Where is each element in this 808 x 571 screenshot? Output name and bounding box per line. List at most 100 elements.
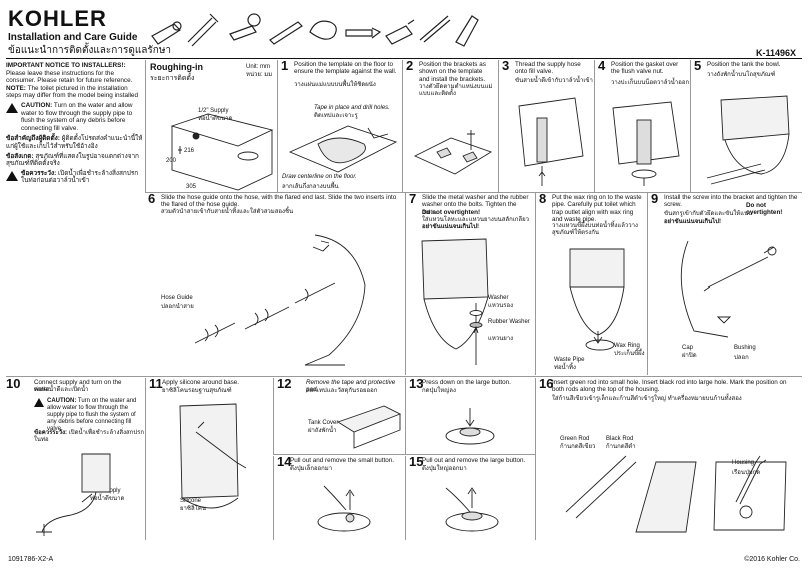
step-text-th: ใส่ก้านสีเขียวเข้ารูเล็กและก้านสีดำเข้าร… [552, 396, 742, 402]
roughing-title-th: ระยะการติดตั้ง [150, 75, 195, 82]
step-text-th: กดปุ่มใหญ่ลง [422, 388, 456, 394]
step-1: 1 Position the template on the floor to … [277, 59, 402, 192]
caution-text: Turn on the water and allow water to flo… [21, 101, 133, 132]
housing-label: Housing [732, 460, 755, 466]
step-text-th: วางถังพักน้ำบนโถสุขภัณฑ์ [707, 72, 776, 78]
step-2: 2 Position the brackets as shown on the … [402, 59, 498, 192]
tank-cover-label: Tank Cover [308, 420, 339, 426]
step-text-th: วางแหวนขี้ผึ้งบนท่อน้ำทิ้งแล้ววางสุขภัณฑ… [552, 223, 638, 236]
caution-icon [6, 170, 18, 181]
roughing-diagram [170, 113, 274, 191]
supply-label-th: ท่อน้ำดีขนาด [90, 496, 125, 502]
hose-guide-label-th: ปลอกนำสาย [161, 304, 194, 310]
step-text-th: วางตัวยึดตามตำแหน่งบนแม่แบบและติดตั้ง [419, 84, 493, 97]
rubber-washer-label-th: แหวนยาง [488, 336, 514, 342]
step-number: 13 [409, 376, 424, 391]
caution-label: CAUTION: [47, 398, 77, 404]
dim-305: 305 [186, 184, 197, 190]
wax-ring-diagram [569, 248, 625, 351]
note-label: NOTE: [6, 84, 26, 92]
black-rod-label: Black Rod [606, 436, 634, 442]
warning-text-th: อย่าขันแน่นจนเกินไป! [664, 219, 721, 225]
tank-cover-diagram [336, 405, 402, 449]
washer-label: Washer [488, 295, 509, 301]
tank-diagram [706, 95, 790, 185]
supply-diagram [36, 453, 111, 536]
hose-guide-diagram [194, 234, 366, 366]
silicone-label-th: ยาซิลิโคน [180, 506, 206, 512]
step-text-th: ต่อท่อน้ำดีและเปิดน้ำ [34, 387, 89, 393]
screw-diagram [680, 240, 777, 338]
step-16: 16 Insert green rod into small hole. Ins… [535, 377, 802, 540]
fill-valve-diagram [518, 97, 584, 186]
step-number: 5 [694, 58, 702, 73]
th-caution-label: ข้อควรระวัง: [34, 430, 68, 436]
wax-ring-label-th: ประเก็นขี้ผึ้ง [614, 351, 645, 357]
th1-label: ข้อสำคัญถึงผู้ติดตั้ง: [6, 135, 60, 143]
unit-label-th: หน่วย: มม [246, 72, 273, 78]
step-text: Press down on the large button. [422, 379, 511, 386]
step-6: 6 Slide the hose guide onto the hose, wi… [145, 191, 405, 375]
step-number: 12 [277, 376, 292, 391]
step-7: 7 Slide the metal washer and the rubber … [405, 192, 535, 375]
remove-small-button-diagram [317, 485, 371, 532]
step-13: 13 Press down on the large button. กดปุ่… [405, 376, 535, 454]
waste-pipe-label-th: ท่อน้ำทิ้ง [554, 365, 576, 371]
silicone-label: Silicone [180, 498, 202, 504]
green-rod-label: Green Rod [560, 436, 590, 442]
step-10: 10 Connect supply and turn on the water.… [6, 377, 144, 540]
step-text-th: ยาซิลิโคนรอบฐานสุขภัณฑ์ [162, 388, 232, 394]
template-diagram [288, 125, 398, 173]
title-en: Installation and Care Guide [8, 32, 138, 43]
th2-label: ข้อสังเกต: [6, 152, 34, 160]
row-divider-1 [145, 192, 802, 193]
step-text-th: วางปะเก็นบนน็อตวาล์วน้ำออก [611, 80, 690, 86]
rod-diagram [565, 455, 787, 533]
th-caution-text: เปิดน้ำเพื่อชำระล้างสิ่งสกปรกในท่อ [34, 430, 144, 443]
caution-text: Turn on the water and allow water to flo… [47, 398, 137, 432]
caution-label: CAUTION: [21, 101, 53, 109]
note-centerline-th: ลากเส้นกึ่งกลางบนพื้น [282, 184, 339, 190]
note-text: The toilet pictured in the installation … [6, 84, 139, 100]
warning-text-th: อย่าขันแน่นจนเกินไป! [422, 224, 479, 230]
green-rod-label-th: ก้านกดสีเขียว [560, 444, 596, 450]
bushing-label-th: ปลอก [734, 355, 749, 361]
step-text-th: วางแผ่นแม่แบบบนพื้นให้ชิดผนัง [294, 82, 376, 88]
tools-illustration [151, 13, 479, 47]
step-text: Remove the tape and protective pad. [306, 379, 396, 394]
note-tape-th: ติดเทปและเจาะรู [314, 113, 358, 119]
step-text: Install the screw into the bracket and t… [664, 194, 798, 209]
title-th: ข้อแนะนำการติดตั้งและการดูแลรักษา [8, 45, 172, 56]
step-12: 12 Remove the tape and protective pad. ล… [273, 376, 405, 454]
step-text: Position the template on the floor to en… [294, 61, 397, 76]
unit-label: Unit: mm [246, 64, 270, 70]
cap-label-th: ฝาปิด [682, 353, 697, 359]
step-text: Connect supply and turn on the water. [34, 379, 122, 394]
step-text: Pull out and remove the large button. [422, 457, 526, 464]
step-number: 11 [149, 376, 163, 391]
step-text: Put the wax ring on to the waste pipe. C… [552, 194, 642, 224]
step-text: Slide the hose guide onto the hose, with… [161, 194, 397, 209]
waste-pipe-label: Waste Pipe [554, 357, 585, 363]
washer-label-th: แหวนรอง [488, 303, 514, 309]
rubber-washer-label: Rubber Washer [488, 319, 530, 325]
note-centerline: Draw centerline on the floor. [282, 174, 357, 180]
step-text-th: ขันสกรูเข้ากับตัวยึดและขันให้แน่น [664, 211, 753, 217]
th1-text: ผู้ติดตั้งโปรดส่งคำแนะนำนี้ให้แก่ผู้ใช้แ… [6, 135, 143, 150]
silicone-diagram [179, 403, 247, 509]
notice-line1: Please leave these instructions for the … [6, 69, 133, 85]
roughing-title: Roughing-in [150, 62, 203, 72]
hose-guide-label: Hose Guide [161, 295, 193, 301]
step-8: 8 Put the wax ring on to the waste pipe.… [535, 191, 647, 375]
supply-label-th: ท่อน้ำดีขนาด [198, 116, 233, 122]
step-5: 5 Position the tank the bowl. วางถังพักน… [690, 58, 802, 192]
bushing-label: Bushing [734, 345, 756, 351]
washer-diagram [421, 238, 489, 365]
step-4: 4 Position the gasket over the flush val… [594, 59, 690, 192]
step-text-th: สวมตัวนำสายเข้ากับสายน้ำทิ้งและใส่ตัวสวม… [161, 209, 294, 215]
supply-label: 1/2" Supply [198, 108, 229, 114]
tank-cover-label-th: ฝาถังพักน้ำ [308, 428, 337, 434]
step-number: 6 [148, 191, 156, 206]
step-number: 8 [539, 191, 547, 206]
row-divider-2 [6, 376, 802, 377]
